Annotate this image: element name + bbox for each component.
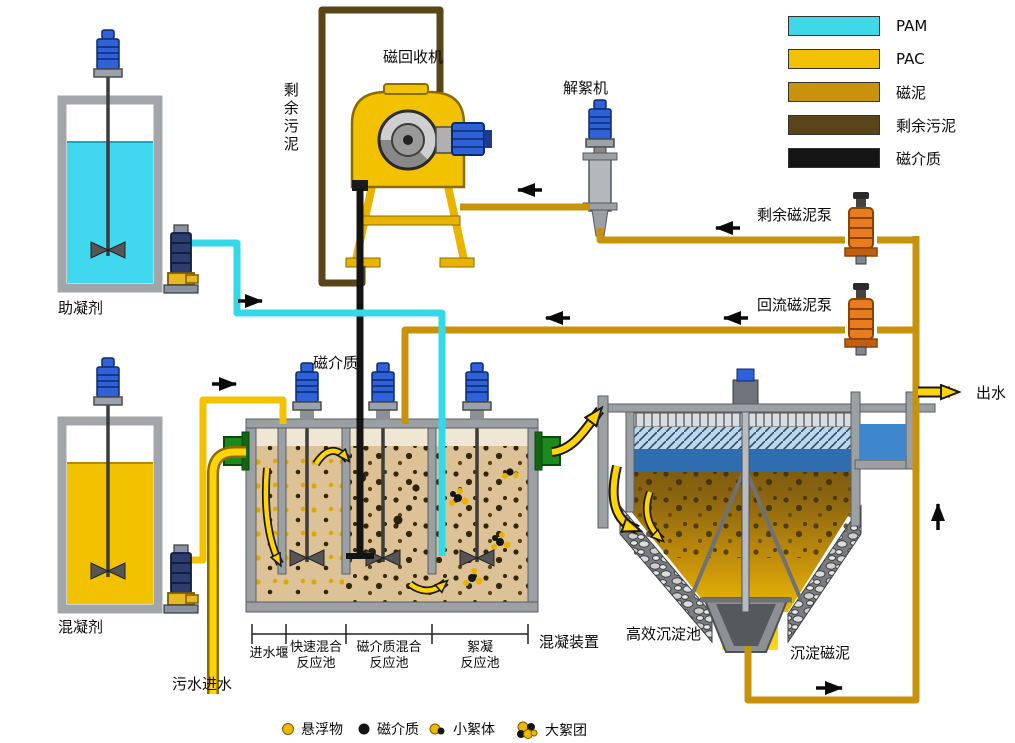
mixer-motor-icon xyxy=(93,29,123,78)
label-magnetic-recovery-machine: 磁回收机 xyxy=(383,48,444,66)
bottom-legend-large-floc: 大絮团 xyxy=(514,719,587,741)
gravel-slope-right xyxy=(787,504,862,644)
surplus-mud-pump-icon xyxy=(844,191,878,265)
label-inlet-weir: 进水堰 xyxy=(249,646,289,661)
flow-arrows-yellow xyxy=(261,392,956,595)
label-media-mix-tank: 磁介质混合 反应池 xyxy=(356,640,422,672)
label-outflow: 出水 xyxy=(976,384,1007,402)
mixer-motor-icon xyxy=(462,362,492,411)
legend-label: 磁介质 xyxy=(896,149,942,168)
legend-label: PAM xyxy=(896,17,928,35)
pipes xyxy=(189,6,920,704)
coagulant-tank-graphic xyxy=(57,357,163,614)
bottom-legend-label: 小絮体 xyxy=(453,722,495,738)
pipe-pac xyxy=(189,396,287,564)
inlet-channel-outer-wall xyxy=(597,395,609,529)
pam-liquid xyxy=(67,142,153,283)
legend-row: PAC xyxy=(788,49,956,69)
sed-tank-rim xyxy=(597,403,936,413)
pipe-pam xyxy=(189,239,446,556)
scraper-arms xyxy=(688,467,803,601)
weir-overflow-arrow xyxy=(314,451,348,466)
label-coagulation-unit: 混凝装置 xyxy=(539,633,600,651)
label-coagulant-tank: 混凝剂 xyxy=(58,618,104,636)
tank-wall-bottom xyxy=(245,601,539,613)
bottom-legend-label: 大絮团 xyxy=(545,723,587,739)
legend: PAM PAC 磁泥 剩余污泥 磁介质 xyxy=(788,16,956,181)
label-rapid-mix-tank: 快速混合 反应池 xyxy=(289,640,342,672)
flow-arrows-black xyxy=(212,183,945,695)
label-coagulant-aid-tank: 助凝剂 xyxy=(58,299,104,317)
bottom-legend-label: 磁介质 xyxy=(377,722,419,738)
sed-tank-right-wall xyxy=(850,391,861,527)
inlet-weir-arrow xyxy=(263,467,283,564)
return-mud-pump-icon xyxy=(844,282,878,356)
legend-row: 剩余污泥 xyxy=(788,115,956,135)
legend-row: 磁泥 xyxy=(788,82,956,102)
label-return-mud-pump: 回流磁泥泵 xyxy=(757,296,833,314)
pipe-mud-riser xyxy=(744,236,920,704)
pac-liquid xyxy=(67,463,153,604)
divider-3 xyxy=(427,427,437,575)
divider-2 xyxy=(341,427,351,575)
pac-dosing-pump-icon xyxy=(163,544,199,614)
outlet-water xyxy=(860,424,906,460)
bottom-legend-magnetic-media: 磁介质 xyxy=(356,719,419,739)
divider-1 xyxy=(277,427,287,575)
sedimentation-tank-graphic xyxy=(597,368,936,653)
legend-label: 磁泥 xyxy=(896,83,927,102)
mixer-motor-icon xyxy=(368,362,398,411)
pipe-inflow xyxy=(209,448,246,694)
small-floc-icon xyxy=(429,723,445,735)
label-magnetic-media: 磁介质 xyxy=(313,354,359,372)
scraper-drive xyxy=(732,379,759,407)
underflow-arrow xyxy=(408,582,446,591)
magnetic-recovery-machine-graphic xyxy=(345,83,492,268)
legend-swatch-mud xyxy=(788,82,880,102)
pam-dosing-pump-icon xyxy=(163,224,199,294)
legend-swatch-sludge xyxy=(788,115,880,135)
large-floc-icon xyxy=(517,721,538,739)
suspended-solids-icon xyxy=(282,723,294,735)
label-deflocculation-machine: 解絮机 xyxy=(563,79,609,97)
deflocculation-machine-graphic xyxy=(582,99,618,237)
pipe-mud-surplus xyxy=(596,228,845,244)
pipe-mud-return xyxy=(401,326,845,424)
label-sewage-inflow: 污水进水 xyxy=(172,675,233,693)
legend-label: 剩余污泥 xyxy=(896,116,957,135)
pipe-inflow-outline xyxy=(207,446,246,694)
bottom-legend-small-floc: 小絮体 xyxy=(428,719,495,739)
sed-inlet-arrow xyxy=(644,491,662,540)
bottom-legend-suspended-solids: 悬浮物 xyxy=(280,719,343,739)
legend-swatch-pac xyxy=(788,49,880,69)
label-sedimentation-tank: 高效沉淀池 xyxy=(626,625,702,643)
legend-swatch-pam xyxy=(788,16,880,36)
magnetic-media-icon xyxy=(358,723,370,735)
mixer-motor-icon xyxy=(93,357,123,406)
coagulant-aid-tank-graphic xyxy=(57,29,163,293)
inlet-channel-arrow xyxy=(610,465,638,533)
legend-row: PAM xyxy=(788,16,956,36)
media-chute xyxy=(352,180,368,191)
legend-label: PAC xyxy=(896,50,925,68)
scraper-shaft xyxy=(741,403,750,613)
label-surplus-sludge: 剩余污泥 xyxy=(281,82,300,154)
mixer-motor-icon xyxy=(585,99,615,148)
transfer-arrow xyxy=(551,410,600,455)
label-surplus-mud-pump: 剩余磁泥泵 xyxy=(757,206,833,224)
label-floc-tank: 絮凝 反应池 xyxy=(460,640,500,672)
tank-rim xyxy=(245,418,539,429)
compartment-bracket xyxy=(251,624,529,644)
inlet-channel-inner-wall xyxy=(625,411,635,513)
legend-swatch-media xyxy=(788,148,880,168)
bottom-legend-label: 悬浮物 xyxy=(301,722,343,738)
label-settled-mud: 沉淀磁泥 xyxy=(790,644,851,662)
scraper-motor-icon xyxy=(736,368,755,382)
legend-row: 磁介质 xyxy=(788,148,956,168)
mixer-shafts xyxy=(305,410,479,562)
